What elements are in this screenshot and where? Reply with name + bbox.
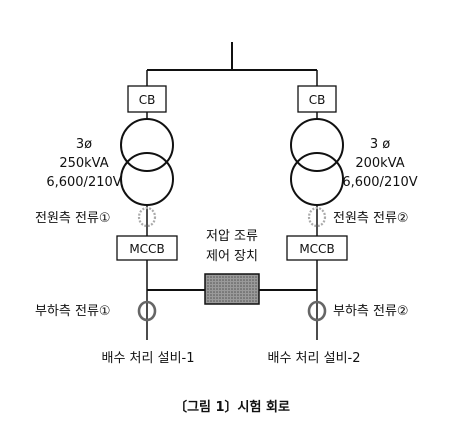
right-transformer-primary	[290, 118, 344, 172]
left-voltage-label: 6,600/210V	[46, 175, 121, 190]
right-voltage-label: 6,600/210V	[342, 175, 417, 190]
left-phase-label: 3ø	[76, 137, 92, 152]
controller-label-line1: 저압 조류	[206, 229, 258, 244]
right-capacity-label: 200kVA	[355, 156, 404, 171]
controller-label-line2: 제어 장치	[206, 249, 258, 264]
left-transformer-secondary	[120, 152, 174, 206]
right-phase-label: 3 ø	[370, 137, 390, 152]
right-cb-label: CB	[309, 93, 326, 107]
left-cb-label: CB	[139, 93, 156, 107]
figure-caption: 〔그림 1〕시험 회로	[174, 399, 290, 415]
left-load-ct	[137, 300, 157, 322]
right-load-current-label: 부하측 전류②	[333, 304, 409, 319]
controller-box	[204, 273, 260, 305]
left-mccb-box	[116, 235, 178, 261]
left-source-ct	[137, 206, 157, 228]
right-source-ct	[307, 206, 327, 228]
right-source-current-label: 전원측 전류②	[333, 211, 409, 226]
left-cb-box	[127, 85, 167, 113]
left-mccb-label: MCCB	[129, 242, 164, 256]
left-capacity-label: 250kVA	[59, 156, 108, 171]
right-load-ct	[307, 300, 327, 322]
right-facility-label: 배수 처리 설비-2	[268, 351, 361, 366]
left-source-current-label: 전원측 전류①	[35, 211, 111, 226]
left-transformer-primary	[120, 118, 174, 172]
right-mccb-label: MCCB	[299, 242, 334, 256]
left-load-current-label: 부하측 전류①	[35, 304, 111, 319]
right-transformer-secondary	[290, 152, 344, 206]
left-facility-label: 배수 처리 설비-1	[102, 351, 195, 366]
